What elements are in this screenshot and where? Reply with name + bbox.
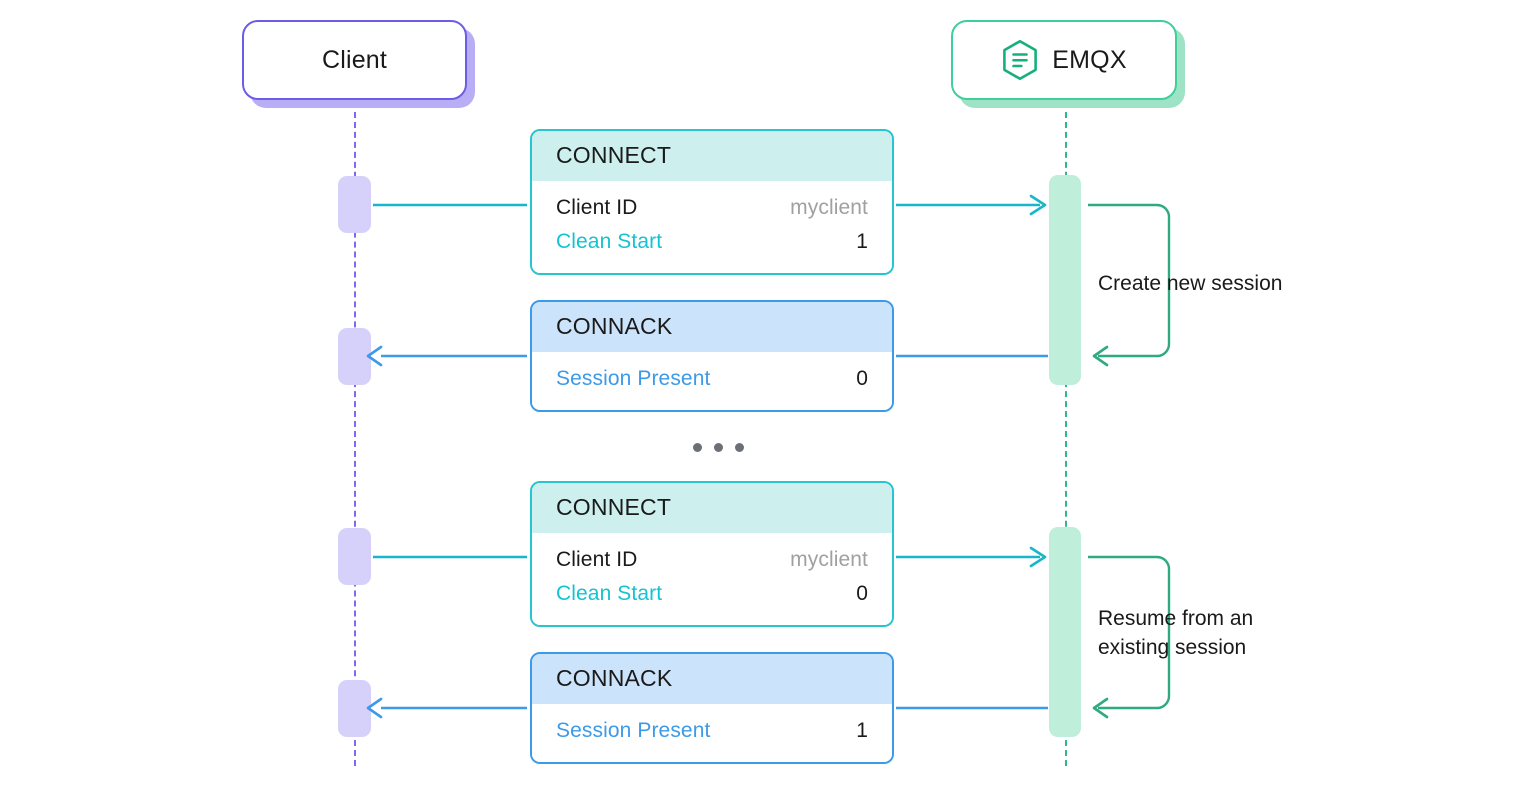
message-body-connect-1: Client ID myclient Clean Start 1	[532, 180, 892, 274]
message-field-row: Client ID myclient	[556, 191, 868, 225]
message-header-connack-1: CONNACK	[532, 302, 892, 352]
field-value: myclient	[790, 547, 868, 571]
message-box-connack-1[interactable]: CONNACK Session Present 0	[530, 300, 894, 413]
field-key: Client ID	[556, 195, 638, 219]
field-value: 1	[856, 718, 868, 742]
client-node-label: Client	[321, 45, 388, 74]
self-loop-note-resume-session: Resume from an existing session	[1098, 607, 1254, 660]
message-box-connect-1[interactable]: CONNECT Client ID myclient Clean Start 1	[530, 129, 894, 276]
message-header-connack-2: CONNACK	[532, 654, 892, 704]
field-key: Client ID	[556, 547, 638, 571]
field-key: Clean Start	[556, 230, 663, 254]
message-header-connect-2: CONNECT	[532, 483, 892, 533]
lifeline-emqx	[1065, 102, 1067, 766]
message-box-connack-2[interactable]: CONNACK Session Present 1	[530, 652, 894, 765]
field-value: 0	[856, 366, 868, 390]
activation-bar-client-2	[338, 328, 371, 385]
message-field-row: Session Present 0	[556, 362, 868, 396]
ellipsis-dot	[693, 443, 702, 452]
lifeline-client	[354, 102, 356, 766]
activation-bar-emqx-1	[1049, 175, 1081, 385]
field-key: Clean Start	[556, 582, 663, 606]
activation-bar-client-4	[338, 680, 371, 737]
activation-bar-client-3	[338, 528, 371, 585]
emqx-node-label: EMQX	[1052, 45, 1127, 74]
ellipsis-separator	[693, 443, 744, 452]
participant-client[interactable]: Client	[242, 20, 467, 100]
field-key: Session Present	[556, 366, 711, 390]
activation-bar-emqx-2	[1049, 527, 1081, 737]
ellipsis-dot	[735, 443, 744, 452]
participant-emqx[interactable]: EMQX	[951, 20, 1177, 100]
field-value: 0	[856, 582, 868, 606]
ellipsis-dot	[714, 443, 723, 452]
message-field-row: Clean Start 0	[556, 577, 868, 611]
field-value: 1	[856, 230, 868, 254]
activation-bar-client-1	[338, 176, 371, 233]
message-field-row: Session Present 1	[556, 714, 868, 748]
self-loop-note-create-session: Create new session	[1098, 272, 1283, 295]
message-box-connect-2[interactable]: CONNECT Client ID myclient Clean Start 0	[530, 481, 894, 628]
field-value: myclient	[790, 195, 868, 219]
message-body-connect-2: Client ID myclient Clean Start 0	[532, 532, 892, 626]
message-body-connack-2: Session Present 1	[532, 703, 892, 763]
message-field-row: Client ID myclient	[556, 543, 868, 577]
message-field-row: Clean Start 1	[556, 225, 868, 259]
message-body-connack-1: Session Present 0	[532, 351, 892, 411]
message-header-connect-1: CONNECT	[532, 131, 892, 181]
field-key: Session Present	[556, 718, 711, 742]
emqx-hexagon-logo-icon	[1001, 39, 1039, 81]
